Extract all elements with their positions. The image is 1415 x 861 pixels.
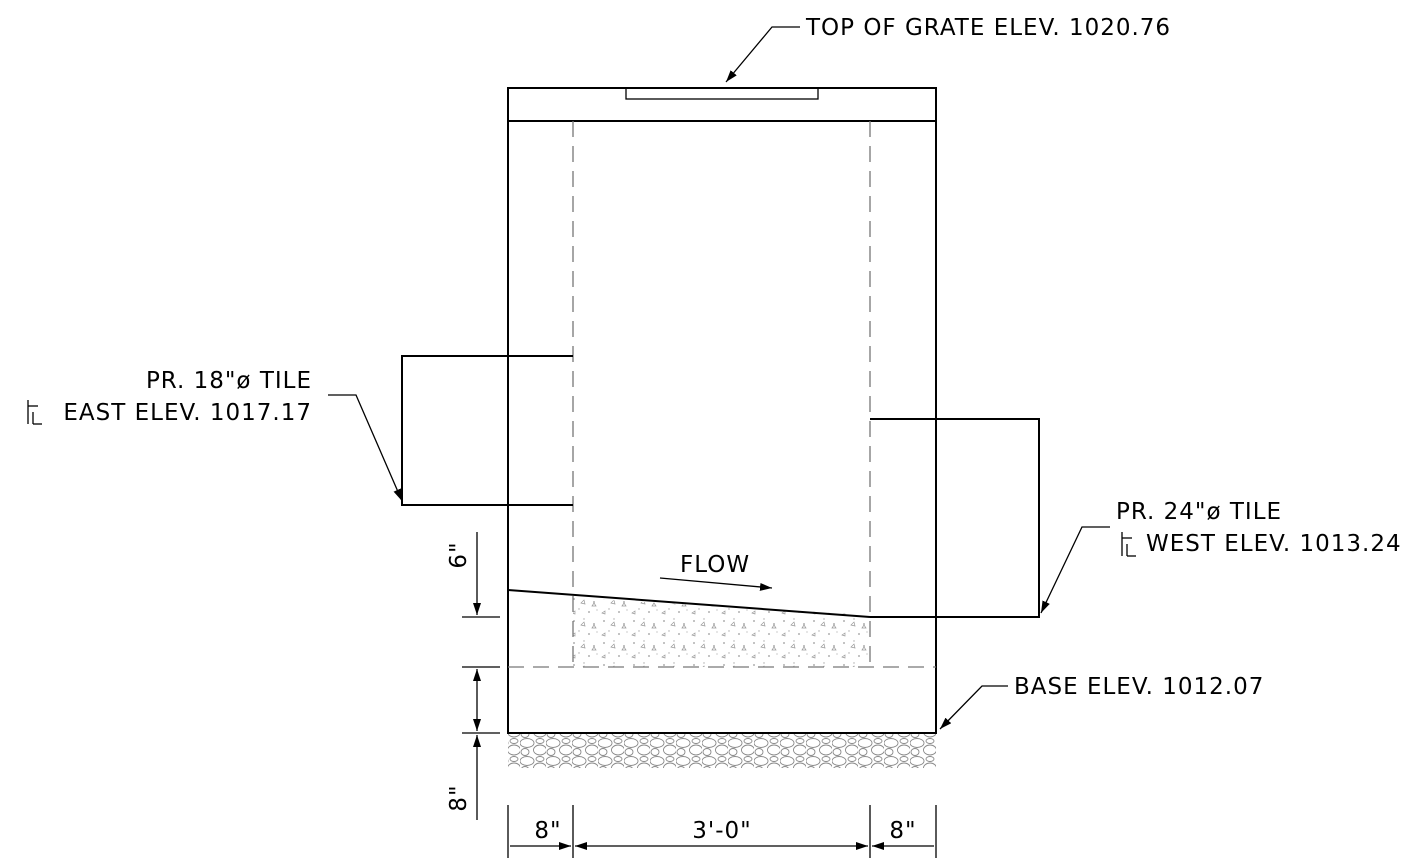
vertical-dimension-lines [462,532,500,820]
grate [625,87,819,100]
flowline-symbol-west [1121,532,1136,557]
base-elev-leader [939,685,1008,730]
east-tile-leader [328,394,403,502]
bench-slope-line [507,589,871,618]
horizontal-dimension-lines [507,805,937,858]
east-tile-label-line2: EAST ELEV. 1017.17 [63,400,312,426]
dim-wall-right: 8" [889,818,916,844]
concrete-bench [573,598,870,667]
flow-label: FLOW [680,552,750,578]
dim-interior-width: 3'-0" [692,818,751,844]
flowline-symbol-east [27,400,42,425]
top-grate-leader [725,26,800,83]
west-pipe [870,418,1040,618]
east-tile-label-line1: PR. 18"ø TILE [146,368,312,394]
west-tile-leader [1040,526,1110,614]
flow-arrow [659,577,773,591]
dim-wall-left: 8" [534,818,561,844]
base-elev-label: BASE ELEV. 1012.07 [1014,674,1264,700]
gravel-base [508,733,936,768]
west-tile-label-line1: PR. 24"ø TILE [1116,499,1282,525]
dim-bench-drop: 6" [446,541,472,568]
dim-base-thickness: 8" [446,784,472,811]
west-tile-label-line2: WEST ELEV. 1013.24 [1146,531,1402,557]
east-pipe [401,355,573,506]
top-of-grate-label: TOP OF GRATE ELEV. 1020.76 [805,15,1171,41]
